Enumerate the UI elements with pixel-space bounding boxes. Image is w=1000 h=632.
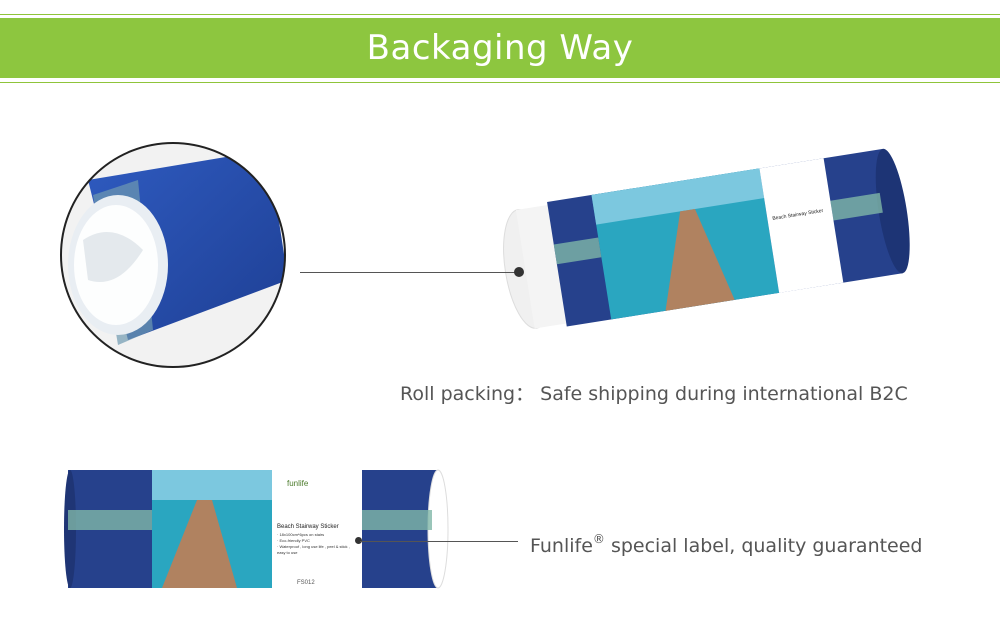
label-code: FS012: [297, 580, 315, 586]
connector-line-2: [360, 541, 518, 542]
banner-bottom-line: [0, 82, 1000, 83]
label-title-small: Beach Stairway Sticker: [277, 524, 339, 530]
connector-dot-2: [355, 537, 362, 544]
caption-rest: special label, quality guaranteed: [604, 535, 923, 557]
registered-mark: ®: [592, 532, 605, 546]
connector-dot-1: [514, 267, 524, 277]
roll-product-image-large: Beach Stairway Sticker: [503, 148, 910, 329]
label-brand: funlife: [287, 479, 309, 488]
connector-line-1: [300, 272, 518, 273]
roll-closeup-image: [60, 142, 286, 368]
label-line2: · Eco-friendly PVC: [277, 538, 310, 543]
label-caption: Funlife® special label, quality guarante…: [530, 532, 923, 557]
header-banner: Backaging Way: [0, 18, 1000, 78]
banner-top-line: [0, 14, 1000, 15]
label-line1: · 18x100cm*6pcs on stairs: [277, 532, 324, 537]
roll-packing-caption: Roll packing： Safe shipping during inter…: [400, 383, 908, 405]
banner-title: Backaging Way: [366, 28, 634, 68]
label-line4: easy to use: [277, 550, 298, 555]
caption-brand: Funlife: [530, 535, 593, 557]
label-line3: · Waterproof , long use life , peel & st…: [277, 544, 350, 549]
roll-product-image-small: funlife Beach Stairway Sticker · 18x100c…: [64, 469, 449, 589]
